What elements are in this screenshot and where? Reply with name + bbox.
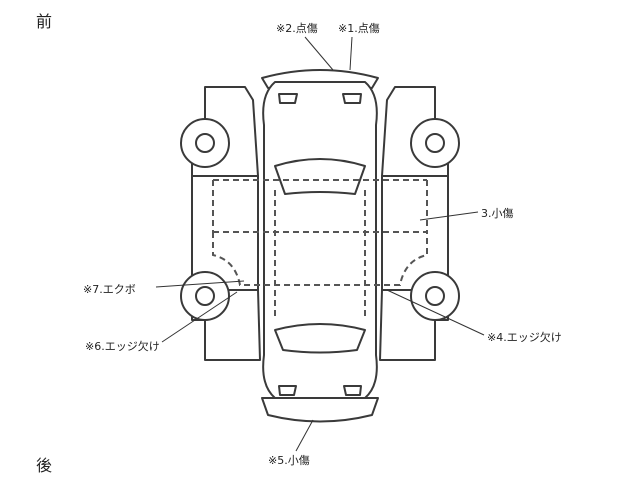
rear-windshield [274, 323, 366, 354]
left-headlight [278, 93, 298, 104]
wheel-front-right [410, 118, 460, 168]
dashed-outline [212, 179, 428, 318]
callout-scratch-1: ※1.点傷 [338, 22, 380, 35]
callout-edge-chip-4: ※4.エッジ欠け [487, 331, 562, 344]
callout-edge-chip-6: ※6.エッジ欠け [85, 340, 160, 353]
callout-minor-scratch-5: ※5.小傷 [268, 454, 310, 467]
wheel-front-left [180, 118, 230, 168]
direction-back-label: 後 [36, 456, 53, 475]
callout-dent-7: ※7.エクボ [83, 283, 136, 296]
left-taillight [278, 385, 297, 396]
rear-bumper [261, 397, 379, 423]
front-windshield [274, 158, 366, 195]
direction-front-label: 前 [36, 12, 53, 31]
right-headlight [342, 93, 362, 104]
wheel-rear-right [410, 271, 460, 321]
right-taillight [343, 385, 362, 396]
callout-minor-scratch-3: 3.小傷 [481, 207, 514, 220]
callout-scratch-2: ※2.点傷 [276, 22, 318, 35]
leader-lines [155, 36, 485, 452]
